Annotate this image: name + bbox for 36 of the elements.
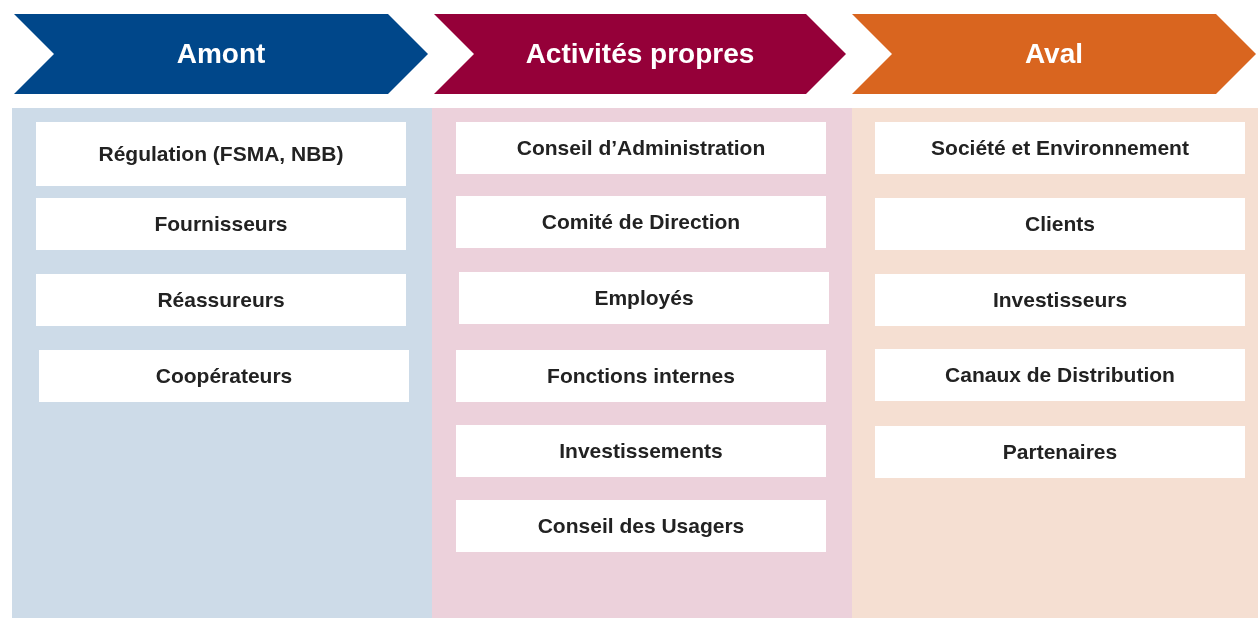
stakeholder-label: Partenaires: [1002, 440, 1118, 464]
column-panel: [12, 14, 432, 618]
stakeholder-box: [36, 274, 406, 326]
stakeholder-label: Conseil des Usagers: [537, 514, 745, 538]
stakeholder-label: Investisseurs: [992, 288, 1128, 312]
stakeholder-label: Coopérateurs: [155, 364, 293, 388]
stakeholder-label: Canaux de Distribution: [945, 363, 1175, 387]
column-heading: Amont: [176, 38, 266, 70]
stakeholder-label: Investissements: [559, 439, 723, 463]
stakeholder-box: [36, 198, 406, 250]
stakeholder-box: [875, 349, 1245, 401]
column-heading: Activités propres: [525, 38, 755, 70]
stakeholder-box: [459, 272, 829, 324]
stakeholder-box: [875, 426, 1245, 478]
stakeholder-box: [875, 274, 1245, 326]
stakeholder-label: Société et Environnement: [931, 136, 1189, 160]
stakeholder-box: [456, 350, 826, 402]
stakeholder-box: [875, 198, 1245, 250]
stakeholder-box: [39, 350, 409, 402]
column-heading: Aval: [1024, 38, 1084, 70]
stakeholder-label: Employés: [594, 286, 694, 310]
stakeholder-label: Conseil d’Administration: [516, 136, 766, 160]
column-panel: [852, 14, 1258, 618]
stakeholder-box: [456, 122, 826, 174]
stakeholder-box: [456, 196, 826, 248]
stakeholder-label: Fournisseurs: [154, 212, 288, 236]
stakeholder-box: [36, 122, 406, 186]
stakeholder-box: [875, 122, 1245, 174]
stakeholder-label: Clients: [1025, 212, 1095, 236]
stakeholder-box: [456, 425, 826, 477]
stakeholder-label: Comité de Direction: [541, 210, 741, 234]
stakeholder-box: [456, 500, 826, 552]
stakeholder-label: Fonctions internes: [547, 364, 735, 388]
stakeholder-label: Réassureurs: [157, 288, 285, 312]
stakeholder-label: Régulation (FSMA, NBB): [98, 142, 344, 166]
column-panel: [432, 14, 852, 618]
